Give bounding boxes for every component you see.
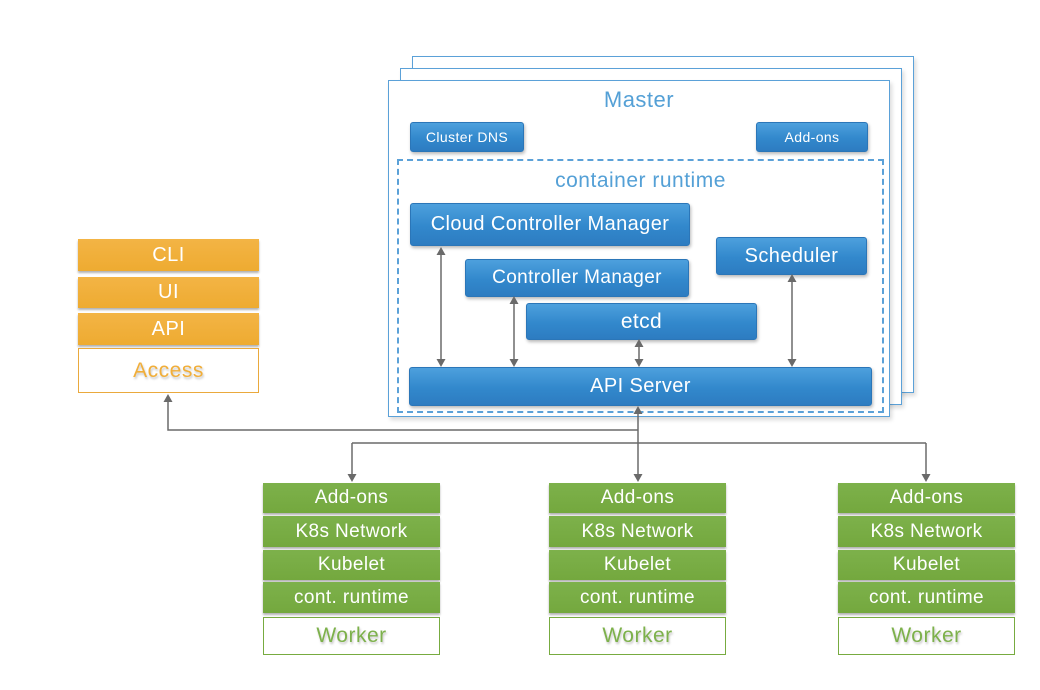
scheduler-box: Scheduler — [716, 237, 867, 275]
arrow-apiserver-workers — [347, 442, 931, 482]
worker3-label-box: Worker — [838, 617, 1015, 655]
access-item-api: API — [78, 313, 259, 345]
cluster-dns-box: Cluster DNS — [410, 122, 524, 152]
worker3-row-kubelet: Kubelet — [838, 550, 1015, 580]
worker3-row-cont-runtime: cont. runtime — [838, 582, 1015, 613]
access-item-cli: CLI — [78, 239, 259, 271]
container-runtime-label: container runtime — [555, 169, 726, 192]
worker3-row-k8s-network: K8s Network — [838, 516, 1015, 547]
api-server-box: API Server — [409, 367, 872, 406]
worker3-row-addons: Add-ons — [838, 483, 1015, 513]
etcd-box: etcd — [526, 303, 757, 340]
worker1-row-k8s-network: K8s Network — [263, 516, 440, 547]
access-item-ui: UI — [78, 277, 259, 308]
master-addons-box: Add-ons — [756, 122, 868, 152]
cloud-controller-manager-box: Cloud Controller Manager — [410, 203, 690, 246]
worker1-label-box: Worker — [263, 617, 440, 655]
arrow-apiserver-worker2 — [633, 406, 643, 482]
controller-manager-box: Controller Manager — [465, 259, 689, 297]
master-title: Master — [603, 87, 675, 112]
worker2-row-k8s-network: K8s Network — [549, 516, 726, 547]
worker2-row-cont-runtime: cont. runtime — [549, 582, 726, 613]
worker2-label-box: Worker — [549, 617, 726, 655]
access-label-box: Access — [78, 348, 259, 393]
worker2-row-kubelet: Kubelet — [549, 550, 726, 580]
worker2-row-addons: Add-ons — [549, 483, 726, 513]
worker1-row-cont-runtime: cont. runtime — [263, 582, 440, 613]
worker1-row-addons: Add-ons — [263, 483, 440, 513]
worker1-row-kubelet: Kubelet — [263, 550, 440, 580]
